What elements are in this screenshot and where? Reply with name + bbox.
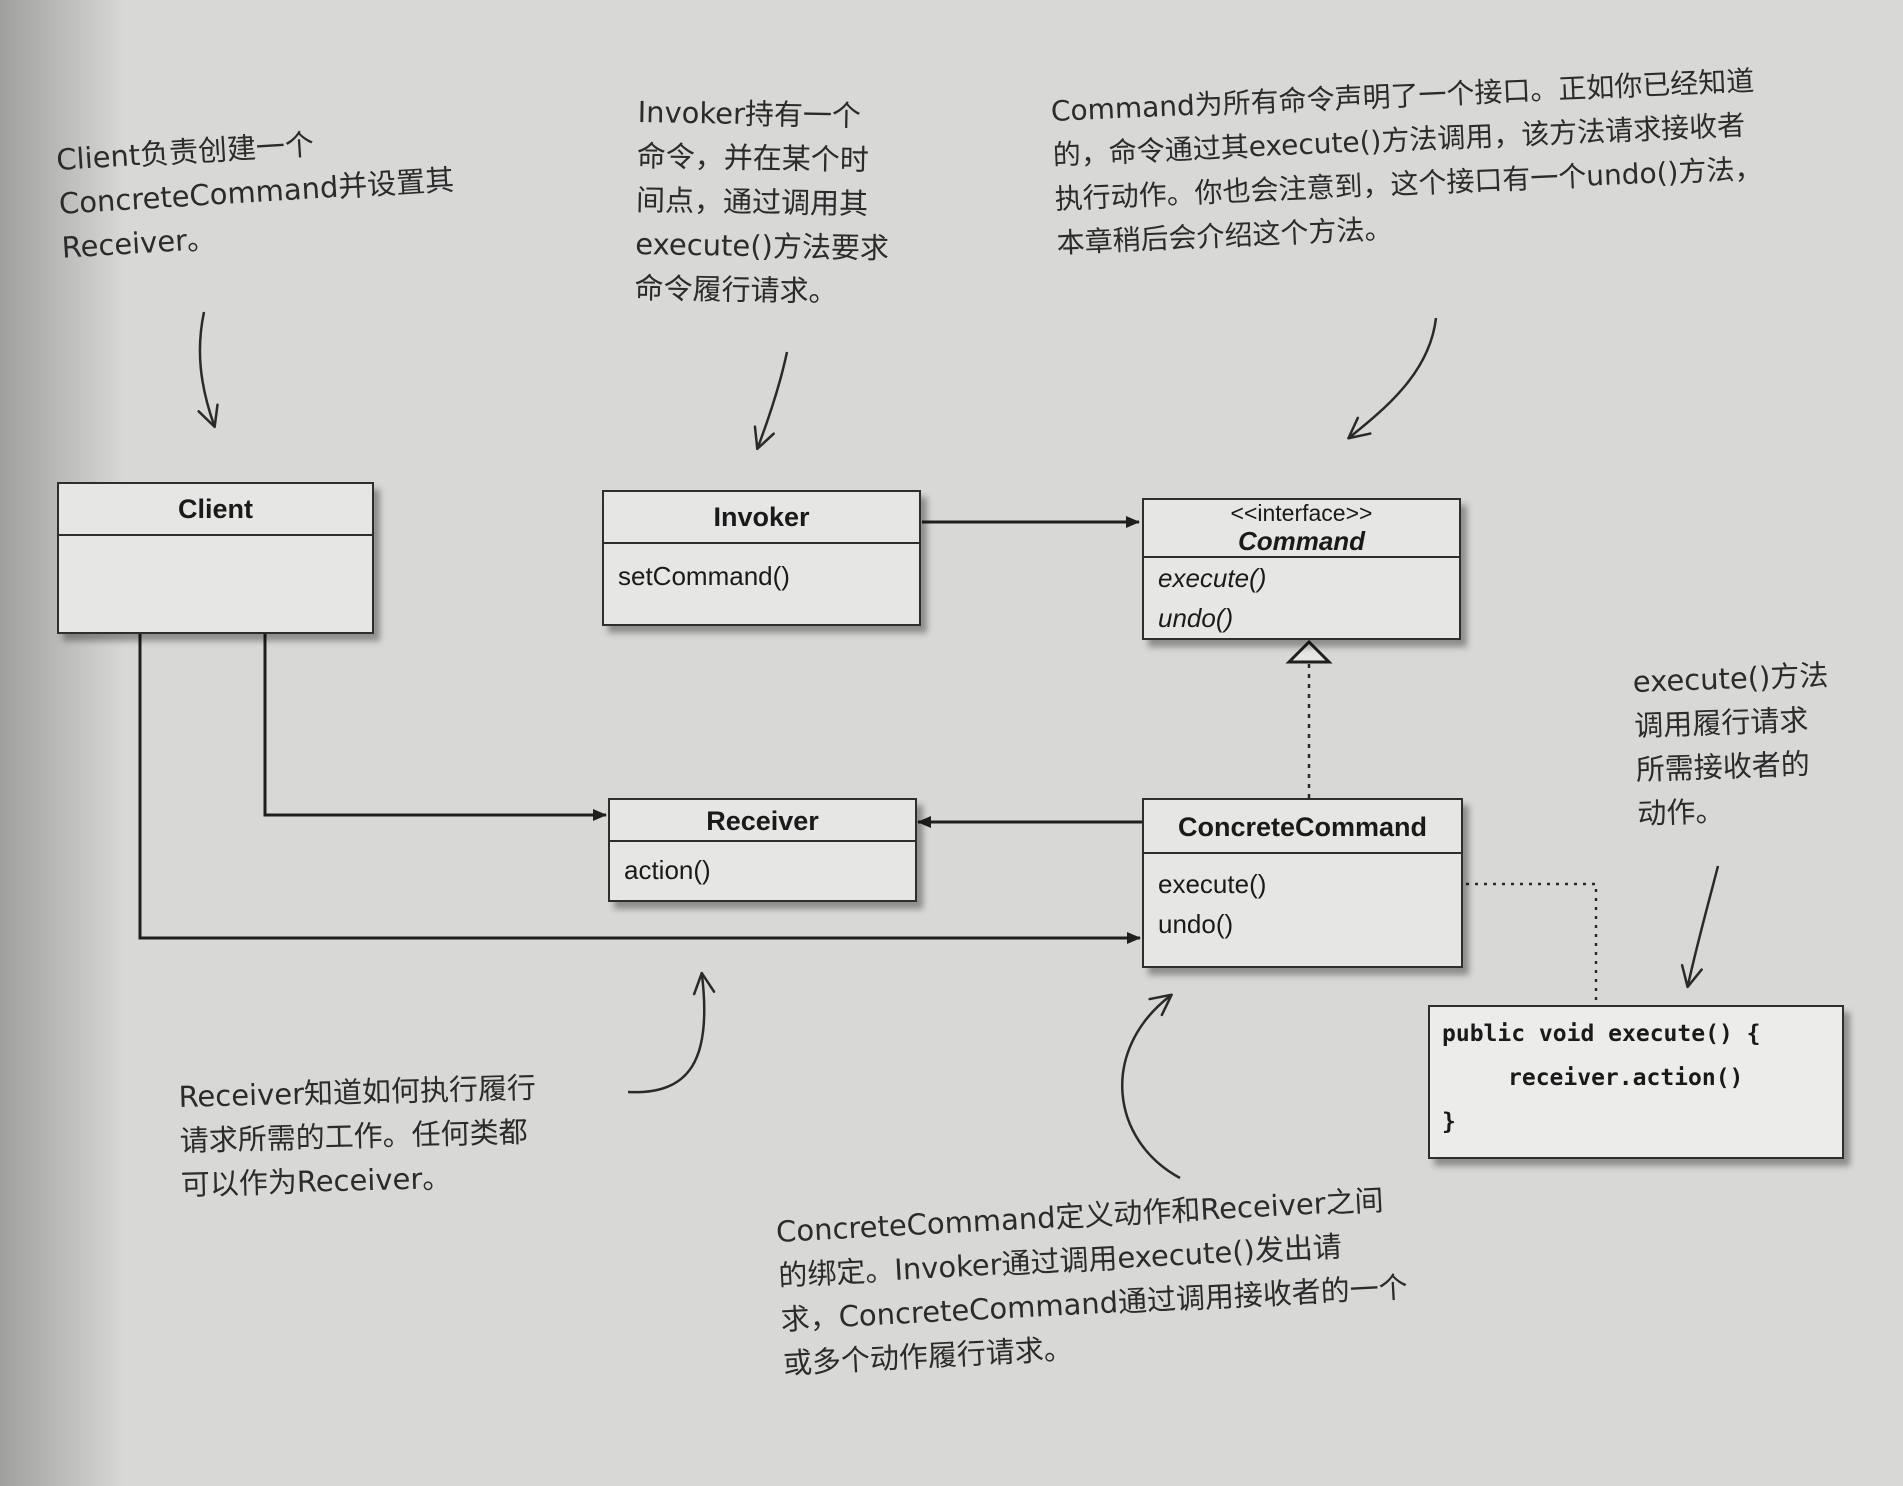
code-line-3: } [1442,1109,1456,1135]
concretecommand-class-name: ConcreteCommand [1144,800,1461,854]
client-to-receiver-association [263,632,607,821]
command-interface-header: <<interface>> Command [1144,500,1459,558]
invoker-class-name: Invoker [604,492,919,544]
command-undo-method: undo() [1158,603,1234,633]
execute-method-note: execute()方法 调用履行请求 所需接收者的 动作。 [1632,658,1829,831]
invoker-note: Invoker持有一个 命令，并在某个时 间点，通过调用其 execute()方… [634,94,890,309]
client-class-name: Client [59,484,372,536]
command-note: Command为所有命令声明了一个接口。正如你已经知道 的，命令通过其execu… [1050,64,1764,260]
client-to-concretecommand-association [138,632,1141,944]
code-line-2: receiver.action() [1508,1065,1744,1091]
concretecommand-undo-method: undo() [1158,909,1234,939]
code-line-1: public void execute() { [1442,1021,1761,1047]
receiver-class-name: Receiver [610,800,915,842]
execute-code-note: public void execute() { receiver.action(… [1428,1005,1844,1159]
concretecommand-class-box: ConcreteCommand execute() undo() [1142,798,1463,968]
concretecommand-execute-method: execute() [1158,869,1267,899]
command-interface-name: Command [1237,526,1366,556]
client-class-box: Client [57,482,374,634]
client-note-arrow [197,311,219,429]
receiver-action-method: action() [624,855,711,885]
invoker-class-box: Invoker setCommand() [602,490,921,626]
command-interface-box: <<interface>> Command execute() undo() [1142,498,1461,640]
execute-note-arrow [1680,865,1720,989]
interface-stereotype: <<interface>> [1230,500,1373,526]
execute-to-code-dotted-link [1277,882,1598,1004]
invoker-note-arrow [753,351,789,451]
receiver-note: Receiver知道如何执行履行 请求所需的工作。任何类都 可以作为Receiv… [178,1070,537,1202]
command-execute-method: execute() [1158,563,1267,593]
receiver-class-box: Receiver action() [608,798,917,902]
command-note-arrow [1347,317,1438,440]
invoker-setcommand-method: setCommand() [618,561,790,591]
concretecommand-note: ConcreteCommand定义动作和Receiver之间 的绑定。Invok… [775,1183,1409,1381]
page-binding-shadow [0,0,125,1486]
concrete-note-arrow [1120,993,1181,1180]
receiver-note-arrow [627,971,716,1094]
realization-triangle [1285,639,1333,664]
client-note: Client负责创建一个 ConcreteCommand并设置其 Receive… [55,127,456,265]
